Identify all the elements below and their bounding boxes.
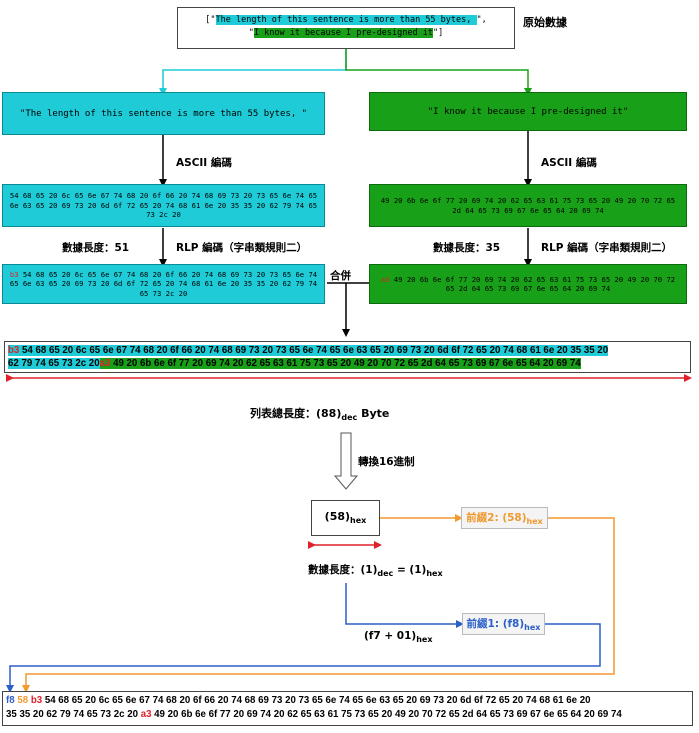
final-hex-line-2b: 49 20 6b 6e 6f 77 20 69 74 20 62 65 63 6…	[154, 709, 622, 720]
original-sentence-2: I know it because I pre-designed it	[253, 28, 433, 38]
left-rlp-label: RLP 編碼（字串類規則二）	[176, 242, 308, 254]
total-length-unit: Byte	[357, 407, 390, 420]
prefix-1-text: 前綴1: (f8)	[466, 617, 525, 630]
prefix-2-sub: hex	[526, 517, 543, 527]
calc-value: (f7 + 01)	[364, 630, 417, 642]
total-length-sub: dec	[341, 413, 358, 423]
original-sentence-1: The length of this sentence is more than…	[215, 15, 477, 25]
final-hex-line-1: 54 68 65 20 6c 65 6e 67 74 68 20 6f 66 2…	[44, 695, 591, 706]
original-data-label: 原始數據	[523, 16, 567, 29]
right-ascii-label: ASCII 編碼	[541, 157, 597, 169]
hex-58-value: (58)	[324, 510, 351, 524]
left-length-label: 數據長度：51	[62, 242, 130, 254]
bracket-open: ["	[205, 15, 216, 25]
combined-hex-1: 54 68 65 20 6c 65 6e 67 74 68 20 6f 66 2…	[22, 345, 609, 356]
left-rlp-hex: 54 68 65 20 6c 65 6e 67 74 68 20 6f 66 2…	[9, 269, 318, 298]
hex-58-sub: hex	[350, 516, 367, 526]
final-prefix-b3: b3	[30, 695, 43, 706]
right-rlp-label: RLP 編碼（字串類規則二）	[541, 242, 673, 254]
left-sentence: "The length of this sentence is more tha…	[19, 108, 308, 119]
left-sentence-box: "The length of this sentence is more tha…	[2, 92, 325, 135]
total-length-text: 列表總長度：(88)	[250, 407, 342, 420]
right-rlp-box: a3 49 20 6b 6e 6f 77 20 69 74 20 62 65 6…	[369, 264, 687, 304]
merge-label: 合併	[330, 270, 351, 282]
prefix-2-text: 前綴2: (58)	[466, 511, 527, 524]
separator: ",	[476, 15, 487, 25]
calc-sub: hex	[416, 635, 433, 645]
hex-58-box: (58)hex	[311, 500, 380, 536]
right-sentence: "I know it because I pre-designed it"	[427, 106, 629, 117]
combined-hex-1b: 62 79 74 65 73 2c 20	[8, 358, 100, 369]
combined-prefix-b3: b3	[8, 345, 20, 356]
left-ascii-hex: 54 68 65 20 6c 65 6e 67 74 68 20 6f 66 2…	[9, 191, 318, 220]
prefix-1-box: 前綴1: (f8)hex	[462, 613, 545, 635]
left-ascii-label: ASCII 編碼	[176, 157, 232, 169]
total-length-label: 列表總長度：(88)dec Byte	[250, 405, 389, 422]
length-1-hex-sub: hex	[426, 569, 443, 579]
length-1-dec: 數據長度：(1)	[308, 564, 378, 576]
quote-open: "	[248, 28, 254, 38]
data-length-1-label: 數據長度：(1)dec = (1)hex	[308, 562, 443, 578]
final-prefix-58: 58	[17, 695, 29, 706]
prefix-1-sub: hex	[524, 623, 541, 633]
right-sentence-box: "I know it because I pre-designed it"	[369, 92, 687, 131]
original-data-box: ["The length of this sentence is more th…	[177, 7, 515, 49]
convert-label: 轉換16進制	[358, 456, 415, 468]
prefix-2-box: 前綴2: (58)hex	[461, 507, 548, 529]
combined-hex-2: 49 20 6b 6e 6f 77 20 69 74 20 62 65 63 6…	[113, 358, 581, 369]
right-rlp-hex: 49 20 6b 6e 6f 77 20 69 74 20 62 65 63 6…	[393, 274, 676, 294]
combined-prefix-a3: a3	[99, 358, 111, 369]
calc-label: (f7 + 01)hex	[364, 630, 432, 644]
final-box: f8 58 b3 54 68 65 20 6c 65 6e 67 74 68 2…	[2, 691, 693, 726]
left-ascii-box: 54 68 65 20 6c 65 6e 67 74 68 20 6f 66 2…	[2, 184, 325, 227]
bracket-close: "]	[433, 28, 444, 38]
right-ascii-hex: 49 20 6b 6e 6f 77 20 69 74 20 62 65 63 6…	[380, 196, 676, 215]
length-1-dec-sub: dec	[377, 569, 394, 579]
right-rlp-prefix: a3	[380, 274, 390, 284]
final-prefix-a3: a3	[140, 709, 152, 720]
final-hex-line-2a: 35 35 20 62 79 74 65 73 2c 20	[6, 709, 138, 720]
final-prefix-f8: f8	[6, 695, 15, 706]
combined-box: b3 54 68 65 20 6c 65 6e 67 74 68 20 6f 6…	[4, 341, 691, 373]
right-length-label: 數據長度：35	[433, 242, 501, 254]
right-ascii-box: 49 20 6b 6e 6f 77 20 69 74 20 62 65 63 6…	[369, 184, 687, 227]
length-1-hex: = (1)	[393, 564, 427, 576]
left-rlp-box: b3 54 68 65 20 6c 65 6e 67 74 68 20 6f 6…	[2, 264, 325, 304]
left-rlp-prefix: b3	[9, 269, 19, 279]
